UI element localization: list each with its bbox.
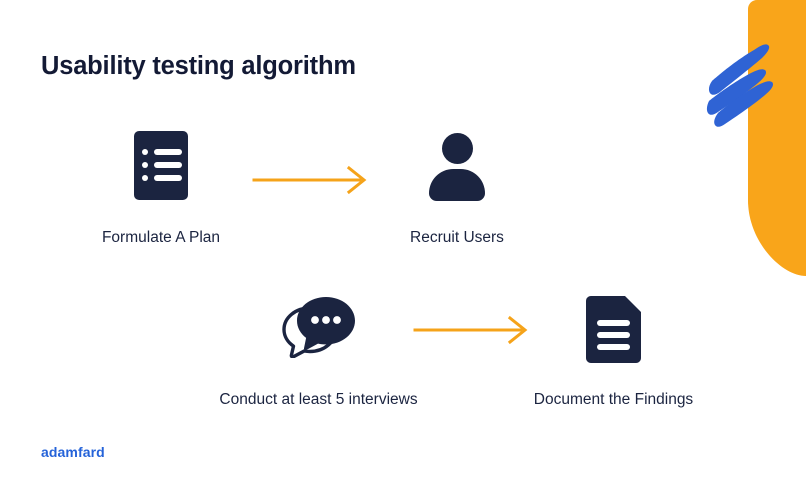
blue-brush-stroke-2	[706, 69, 767, 115]
speech-bubbles-icon	[282, 297, 355, 359]
list-line-3	[154, 175, 182, 181]
step-label-conduct-interviews: Conduct at least 5 interviews	[219, 391, 418, 408]
step-3-icon-wrapper	[282, 296, 355, 359]
arrow-plan-to-recruit	[252, 165, 367, 195]
step-formulate-a-plan: Formulate A Plan	[0, 131, 322, 247]
document-line-1	[597, 320, 630, 326]
adamfard-logo: adamfard	[41, 444, 105, 460]
document-line-2	[597, 332, 630, 338]
person-head	[442, 133, 473, 164]
page-title: Usability testing algorithm	[41, 52, 356, 80]
list-line-1	[154, 149, 182, 155]
person-body	[429, 169, 485, 201]
list-line-2	[154, 162, 182, 168]
list-bullet-2	[142, 162, 148, 168]
arrow-head-2	[507, 315, 528, 345]
step-recruit-users: Recruit Users	[322, 131, 592, 247]
document-page-icon	[586, 296, 641, 363]
document-line-3	[597, 344, 630, 350]
step-label-recruit-users: Recruit Users	[410, 229, 504, 246]
blue-brush-stroke-3	[714, 81, 774, 127]
orange-blob-shape-lower	[748, 150, 806, 276]
list-bullet-1	[142, 149, 148, 155]
document-list-icon	[134, 131, 188, 200]
arrow-interviews-to-findings	[413, 315, 528, 345]
step-document-findings: Document the Findings	[489, 296, 738, 409]
step-label-formulate-a-plan: Formulate A Plan	[101, 229, 221, 246]
arrow-head-1	[346, 165, 367, 195]
typing-dot-2	[322, 316, 330, 324]
blue-brush-stroke-1	[708, 44, 770, 95]
typing-dot-1	[311, 316, 319, 324]
list-bullet-3	[142, 175, 148, 181]
orange-blob-shape	[748, 0, 806, 274]
step-label-document-findings: Document the Findings	[533, 391, 694, 408]
blue-brush-strokes	[706, 44, 774, 127]
step-1-icon-wrapper	[134, 131, 188, 200]
step-conduct-interviews: Conduct at least 5 interviews	[178, 296, 459, 409]
document-page-body	[586, 296, 641, 363]
step-4-icon-wrapper	[586, 296, 641, 363]
step-2-icon-wrapper	[429, 131, 485, 201]
person-icon	[429, 131, 485, 201]
typing-dot-3	[333, 316, 341, 324]
